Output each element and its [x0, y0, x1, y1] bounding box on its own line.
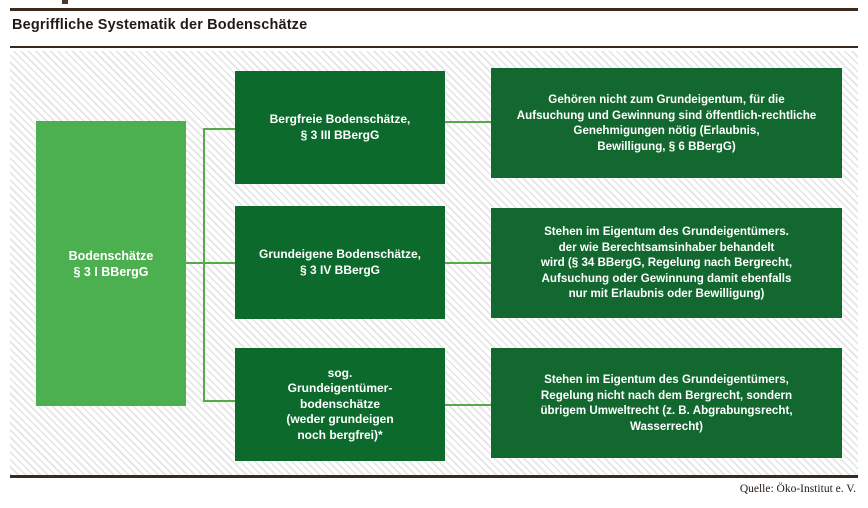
title-divider — [10, 46, 858, 48]
desc-grundeigentuemer-bodenschaetze[interactable]: Stehen im Eigentum des Grundeigentümers,… — [491, 348, 842, 458]
node-grundeigene-bodenschaetze[interactable]: Grundeigene Bodenschätze, § 3 IV BBergG — [235, 206, 445, 319]
node-root-line1: Bodenschätze — [68, 248, 154, 263]
desc-bergfreie-line3: Genehmigungen nötig (Erlaubnis, — [573, 124, 760, 137]
desc-grundeigene-line4: Aufsuchung oder Gewinnung damit ebenfall… — [541, 271, 792, 285]
bottom-divider — [10, 475, 858, 478]
desc-grundeigene-bodenschaetze[interactable]: Stehen im Eigentum des Grundeigentümers.… — [491, 208, 842, 318]
desc-bergfreie-line4: Bewilligung, § 6 BBergG) — [597, 139, 736, 153]
top-artifact-mark — [62, 0, 68, 4]
desc-grundeigentuemer-line3: übrigem Umweltrecht (z. B. Abgrabungsrec… — [540, 404, 793, 417]
desc-bergfreie-line2: Aufsuchung und Gewinnung sind öffentlich… — [516, 108, 817, 122]
desc-grundeigene-line2: der wie Berechtsamsinhaber behandelt — [558, 240, 775, 254]
hatched-canvas: Bodenschätze § 3 I BBergG Bergfreie Bode… — [10, 51, 858, 475]
desc-bergfreie-text: Gehören nicht zum Grundeigentum, für die… — [517, 92, 817, 154]
desc-grundeigentuemer-line1: Stehen im Eigentum des Grundeigentümers, — [544, 373, 789, 386]
node-grundeigentuemer-bodenschaetze[interactable]: sog. Grundeigentümer- bodenschätze (wede… — [235, 348, 445, 461]
source-credit: Quelle: Öko-Institut e. V. — [739, 483, 856, 495]
node-grundeigentuemer-line2: Grundeigentümer- — [287, 381, 393, 396]
node-grundeigentuemer-text: sog. Grundeigentümer- bodenschätze (wede… — [286, 366, 393, 444]
desc-grundeigene-line3: wird (§ 34 BBergG, Regelung nach Bergrec… — [540, 256, 793, 270]
connector-row1-to-desc — [444, 121, 492, 123]
node-grundeigentuemer-line4: (weder grundeigen — [286, 412, 394, 427]
connector-bus-to-row1 — [203, 128, 236, 130]
node-root-line2: § 3 I BBergG — [73, 264, 149, 279]
top-divider — [10, 8, 858, 11]
desc-bergfreie-line1: Gehören nicht zum Grundeigentum, für die — [548, 93, 785, 106]
node-root-bodenschaetze[interactable]: Bodenschätze § 3 I BBergG — [36, 121, 186, 406]
connector-row2-to-desc — [444, 262, 492, 264]
connector-row3-to-desc — [444, 404, 492, 406]
connector-bus-to-row3 — [203, 400, 236, 402]
figure-title: Begriffliche Systematik der Bodenschätze — [12, 17, 308, 33]
node-grundeigene-line2: § 3 IV BBergG — [299, 262, 381, 277]
node-grundeigene-line1: Grundeigene Bodenschätze, — [258, 247, 422, 261]
node-bergfreie-text: Bergfreie Bodenschätze, § 3 III BBergG — [270, 112, 411, 143]
connector-vertical-bus — [203, 128, 205, 402]
connector-root-stub — [184, 262, 204, 264]
desc-grundeigentuemer-line2: Regelung nicht nach dem Bergrecht, sonde… — [540, 388, 793, 402]
desc-bergfreie-bodenschaetze[interactable]: Gehören nicht zum Grundeigentum, für die… — [491, 68, 842, 178]
desc-grundeigentuemer-text: Stehen im Eigentum des Grundeigentümers,… — [540, 372, 792, 434]
desc-grundeigene-line5: nur mit Erlaubnis oder Bewilligung) — [568, 287, 765, 301]
node-bergfreie-line1: Bergfreie Bodenschätze, — [269, 112, 411, 126]
connector-bus-to-row2 — [203, 262, 236, 264]
node-grundeigentuemer-line1: sog. — [327, 365, 353, 380]
desc-grundeigene-text: Stehen im Eigentum des Grundeigentümers.… — [541, 224, 792, 302]
node-grundeigentuemer-line5: noch bergfrei)* — [297, 427, 383, 442]
node-bergfreie-bodenschaetze[interactable]: Bergfreie Bodenschätze, § 3 III BBergG — [235, 71, 445, 184]
desc-grundeigentuemer-line4: Wasserrecht) — [629, 419, 704, 433]
node-grundeigene-text: Grundeigene Bodenschätze, § 3 IV BBergG — [259, 247, 421, 278]
node-grundeigentuemer-line3: bodenschätze — [299, 396, 380, 411]
node-bergfreie-line2: § 3 III BBergG — [300, 127, 380, 142]
node-root-text: Bodenschätze § 3 I BBergG — [69, 248, 154, 280]
desc-grundeigene-line1: Stehen im Eigentum des Grundeigentümers. — [544, 225, 789, 239]
